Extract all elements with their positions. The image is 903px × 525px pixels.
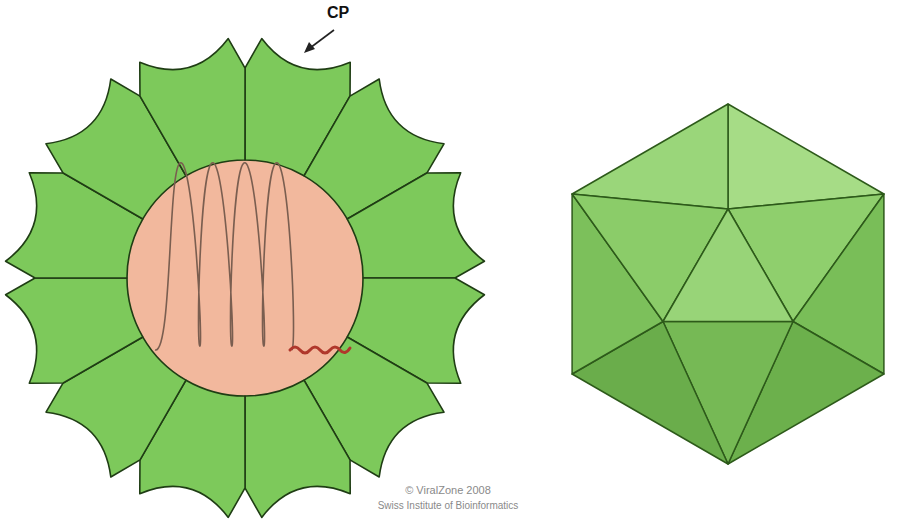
cp-arrow: [304, 30, 334, 53]
watermark: Swiss Institute of Bioinformatics: [378, 500, 519, 512]
watermark: © ViralZone 2008: [405, 484, 491, 497]
callout-label: CP: [327, 4, 349, 22]
genome-end: [290, 347, 350, 353]
icosahedron: [572, 104, 884, 464]
capsid-protein-ring: [3, 36, 486, 519]
genome-coil: [155, 163, 294, 350]
